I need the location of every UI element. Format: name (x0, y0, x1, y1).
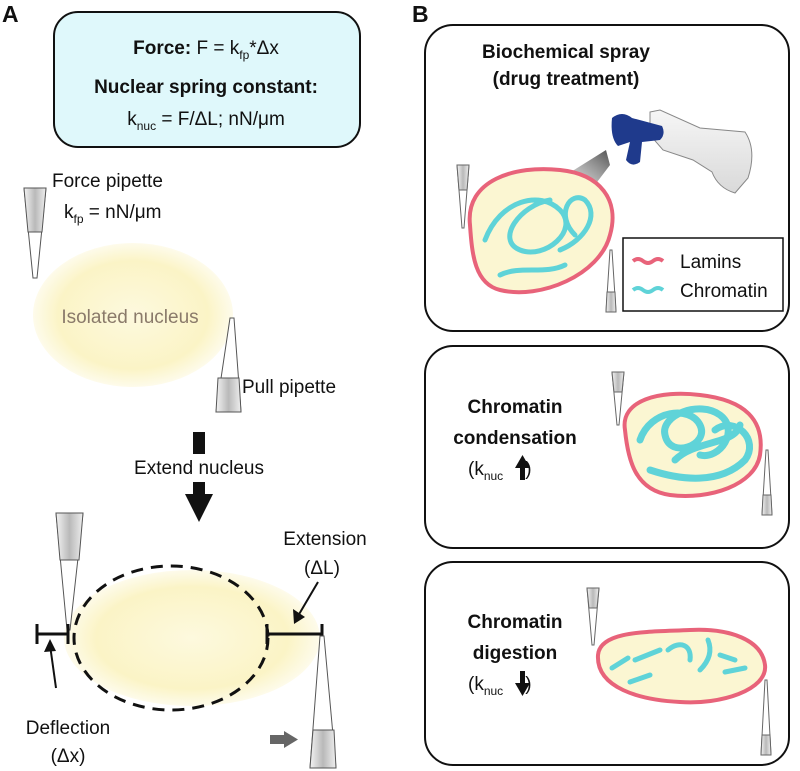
kfp-label: kfp = nN/μm (64, 202, 162, 226)
legend-box (622, 237, 784, 312)
panel-a-letter: A (2, 1, 19, 27)
isolated-nucleus-shape (33, 243, 233, 387)
digestion-line1: Chromatin (468, 612, 563, 633)
deflection-label: Deflection (26, 718, 111, 739)
legend-lamins-swatch (631, 257, 665, 265)
spring-k-sub: nuc (137, 119, 156, 133)
condensation-line2: condensation (453, 428, 577, 449)
legend-chromatin-label: Chromatin (680, 281, 768, 302)
spray-title-line1: Biochemical spray (482, 42, 650, 63)
digestion-k-open: (k (468, 674, 484, 695)
panel-b-letter: B (412, 1, 429, 27)
force-pipette-small-3-icon (586, 587, 600, 646)
force-formula-sub: fp (239, 48, 249, 62)
spring-title: Nuclear spring constant: (94, 77, 318, 98)
force-formula-pre: F = k (196, 38, 239, 59)
spring-rest: = F/ΔL; nN/μm (156, 109, 285, 130)
force-formula: Force: F = kfp*Δx (133, 38, 279, 62)
deflection-pointer (49, 644, 57, 689)
condensation-k: (knuc) (468, 459, 532, 483)
condensation-line1: Chromatin (468, 397, 563, 418)
deflection-pointer-head (44, 639, 56, 652)
digestion-line2: digestion (473, 643, 557, 664)
legend-chromatin-swatch (631, 286, 665, 294)
kfp-rest: = nN/μm (84, 202, 162, 223)
pull-pipette-small-1-icon (605, 249, 617, 313)
force-pipette-label: Force pipette (52, 171, 163, 192)
legend-lamins-label: Lamins (680, 252, 741, 273)
digestion-k-sub: nuc (484, 684, 503, 698)
chromatin-1 (482, 195, 594, 278)
isolated-nucleus-label: Isolated nucleus (61, 307, 198, 328)
kfp-sub: fp (74, 212, 84, 226)
pull-pipette-small-2-icon (761, 449, 773, 516)
extension-pointer-head (293, 609, 305, 624)
force-pipette-small-2-icon (611, 371, 625, 426)
pull-pipette-small-3-icon (760, 679, 772, 756)
force-pipette-bottom-icon (55, 512, 84, 631)
extended-nucleus-shape (64, 570, 320, 706)
formula-box (53, 11, 361, 148)
condensation-k-close: ) (525, 459, 531, 480)
deflection-symbol: (Δx) (51, 746, 86, 767)
deflection-bracket (35, 624, 70, 644)
spring-k: k (127, 109, 137, 130)
pull-pipette-bottom-icon (309, 635, 337, 769)
condensation-k-sub: nuc (484, 469, 503, 483)
extension-pointer (297, 581, 319, 617)
extend-nucleus-label: Extend nucleus (134, 458, 264, 479)
pull-pipette-label: Pull pipette (242, 377, 336, 398)
force-formula-post: *Δx (249, 38, 279, 59)
extension-label: Extension (283, 529, 366, 550)
extend-arrow-stem (193, 432, 205, 454)
chromatin-3 (609, 637, 748, 685)
force-title: Force: (133, 38, 191, 59)
force-pipette-icon (23, 187, 47, 279)
decrease-arrow-icon (515, 671, 530, 696)
condensation-k-open: (k (468, 459, 484, 480)
extension-symbol: (ΔL) (304, 558, 340, 579)
nucleus-lamina-3 (595, 627, 768, 705)
spring-formula: knuc = F/ΔL; nN/μm (127, 109, 285, 133)
pull-pipette-icon (215, 317, 242, 413)
force-pipette-small-1-icon (456, 164, 470, 229)
chromatin-2 (636, 405, 754, 482)
spray-title-line2: (drug treatment) (493, 69, 640, 90)
pull-direction-arrow-icon (270, 731, 298, 748)
kfp-k: k (64, 202, 74, 223)
increase-arrow-icon (515, 455, 530, 480)
extend-arrow-icon (185, 482, 213, 522)
